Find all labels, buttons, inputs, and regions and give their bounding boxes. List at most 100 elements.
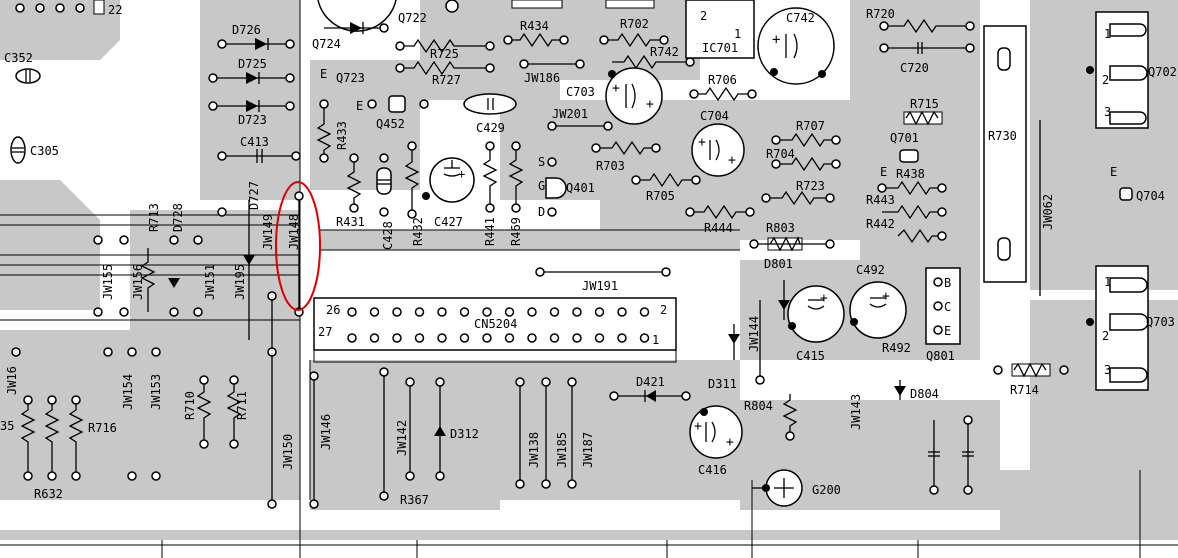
connector-pad xyxy=(572,333,582,343)
g200-label: G200 xyxy=(812,483,841,497)
cn5204-connector: 26 27 2 1 CN5204 xyxy=(313,297,677,363)
connector-pad xyxy=(594,307,605,317)
q801-e-pin: E xyxy=(944,324,951,338)
q702-transistor: E Q704 xyxy=(1110,165,1165,203)
r367-label: R710 xyxy=(183,391,197,420)
ic701-pin2: 2 xyxy=(700,9,707,23)
r442-label: R632 xyxy=(34,487,63,501)
d726-diode: D726 xyxy=(217,23,295,50)
r705-label: R705 xyxy=(646,189,675,203)
svg-text:+: + xyxy=(728,153,736,168)
svg-text:+: + xyxy=(646,97,654,112)
connector-pad xyxy=(347,333,357,343)
right-top-group: R720 C720 R715 Q701 E R438 R443 R442 xyxy=(866,7,975,244)
svg-text:+: + xyxy=(726,435,734,450)
r723-label: R723 xyxy=(796,179,825,193)
q704-pin3: 3 xyxy=(1104,105,1111,119)
d311-label: D311 xyxy=(708,377,737,391)
r433-resistor: R433 xyxy=(316,99,349,163)
connector-pad xyxy=(549,333,560,343)
d421-label: D421 xyxy=(636,375,665,389)
connector-pad xyxy=(369,307,380,317)
r704-label: R704 xyxy=(766,147,795,161)
jw195-label: JW195 xyxy=(233,264,247,300)
d312-label: D312 xyxy=(450,427,479,441)
r431-resistor: R431 xyxy=(336,153,365,229)
connector-pad xyxy=(504,307,515,317)
r444-label: R444 xyxy=(704,221,733,235)
connector-pad xyxy=(572,307,582,317)
r716-resistor: R730 xyxy=(983,25,1027,283)
svg-text:+: + xyxy=(698,135,706,150)
q401-label: Q401 xyxy=(566,181,595,195)
c742-label: C742 xyxy=(786,11,815,25)
r703-label: R703 xyxy=(596,159,625,173)
q703-transistor: 1 2 3 Q703 xyxy=(1086,265,1175,391)
jw187-label: JW143 xyxy=(849,394,863,430)
c305-label: C305 xyxy=(30,144,59,158)
q701-label: Q701 xyxy=(890,131,919,145)
r725-label: R725 xyxy=(430,47,459,61)
r469-label: R469 xyxy=(509,217,523,246)
r730-label: R367 xyxy=(400,493,429,507)
connector-pad xyxy=(617,307,627,317)
d726-label: D726 xyxy=(232,23,261,37)
c429-capacitor: C429 xyxy=(463,93,517,135)
d723-label: D723 xyxy=(238,113,267,127)
cn5204-pin2: 2 xyxy=(660,303,667,317)
bottom-right-group: JW144 D311 D421 + + C416 R804 JW143 D804… xyxy=(609,300,974,507)
fragment-35-label: 35 xyxy=(0,419,14,433)
jw142-label: JW187 xyxy=(581,432,595,468)
q452-e-pin: E xyxy=(356,99,363,113)
r492-label: R804 xyxy=(744,399,773,413)
jw062-jumper: JW062 xyxy=(1039,120,1055,296)
r727-label: R727 xyxy=(432,73,461,87)
cn5204-pin27: 27 xyxy=(318,325,332,339)
c492-label: C416 xyxy=(698,463,727,477)
connector-pad xyxy=(392,333,402,343)
svg-text:+: + xyxy=(772,32,780,48)
highlight-ellipse xyxy=(275,181,321,311)
jw143-label: JW185 xyxy=(555,432,569,468)
jw154-label: JW154 xyxy=(121,374,135,410)
q801-c-pin: C xyxy=(944,300,951,314)
q703-label: Q703 xyxy=(1146,315,1175,329)
connector-pad xyxy=(482,307,492,317)
r742-label: R742 xyxy=(650,45,679,59)
connector-pad xyxy=(527,307,537,317)
connector-pad xyxy=(504,333,515,343)
ic701-label: IC701 xyxy=(702,41,738,55)
q722-label: Q722 xyxy=(398,11,427,25)
connector-pad xyxy=(437,333,447,343)
jw185-label: JW144 xyxy=(747,316,761,352)
q801-label: Q801 xyxy=(926,349,955,363)
r803-label: R803 xyxy=(766,221,795,235)
q401-s-pin: S xyxy=(538,155,545,169)
q702-e-pin: E xyxy=(1110,165,1117,179)
jw186-jumper: JW186 xyxy=(519,59,585,85)
q801-transistor: B C E Q801 R492 xyxy=(882,267,961,363)
jw062-label: JW062 xyxy=(1041,194,1055,230)
r706-label: R706 xyxy=(708,73,737,87)
c802-label: C492 xyxy=(856,263,885,277)
left-vertical-group: D727 JW149 JW148 JW195 JW155 JW156 R713 … xyxy=(0,181,333,504)
connector-pad xyxy=(459,333,470,343)
q401-g-pin: G xyxy=(538,179,545,193)
d728-label: D728 xyxy=(171,203,185,232)
c802-capacitor: + C492 xyxy=(849,263,907,339)
jw155-label: JW155 xyxy=(101,264,115,300)
r441-r469-resistors: R441 R469 xyxy=(482,141,524,246)
bottom-jumpers: JW142 D312 R367 JW138 JW185 JW187 xyxy=(379,367,595,507)
mid-right-group: R707 R704 R723 R803 D801 xyxy=(749,119,841,320)
connector-pad xyxy=(459,307,470,317)
svg-text:+: + xyxy=(882,289,890,304)
svg-text:+: + xyxy=(458,167,465,181)
d801-label: D801 xyxy=(764,257,793,271)
q452-transistor: E Q452 xyxy=(356,95,429,131)
grid-marker-label: 22 xyxy=(108,3,122,17)
jw138-label: JW191 xyxy=(582,279,618,293)
c413-capacitor: C413 xyxy=(217,135,301,163)
connector-pad xyxy=(639,333,650,343)
